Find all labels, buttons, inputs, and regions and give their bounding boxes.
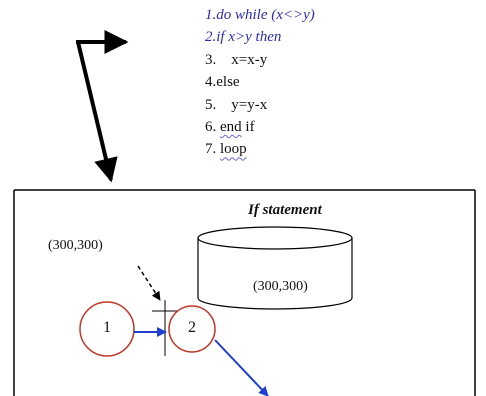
edge-2-out [214,339,269,396]
node-1-label: 1 [103,319,111,336]
dashed-pointer-arrow [137,265,161,301]
code-line-3: 3. x=x-y [205,51,268,68]
code-line-7: 7. loop [205,138,315,160]
node-2-circle [168,305,216,353]
code-line-6-prefix: 6. [205,119,220,136]
node-2-label: 2 [188,319,196,336]
bent-flow-arrow [76,30,129,183]
code-line-1: 1.do while (x<>y) [205,7,315,23]
arrow-down-segment [76,41,118,183]
code-listing: 1.do while (x<>y) 2.if x>y then 3. x=x-y… [205,4,315,161]
panel-title: If statement [248,202,322,218]
code-line-4: 4.else [205,74,240,91]
code-line-7-prefix: 7. [205,141,220,158]
code-line-6-keyword: end [220,119,242,136]
pointer-coordinate-label: (300,300) [48,238,103,253]
node-1-circle [79,301,135,357]
code-line-7-keyword: loop [220,141,247,158]
cylinder-shape [197,226,353,310]
code-line-6-rest: if [241,119,255,136]
code-line-6: 6. end if [205,116,315,138]
cylinder-coordinate-label: (300,300) [253,279,308,294]
panel-frame [13,189,476,396]
code-line-5: 5. y=y-x [205,96,268,113]
code-line-2: 2.if x>y then [205,29,282,46]
